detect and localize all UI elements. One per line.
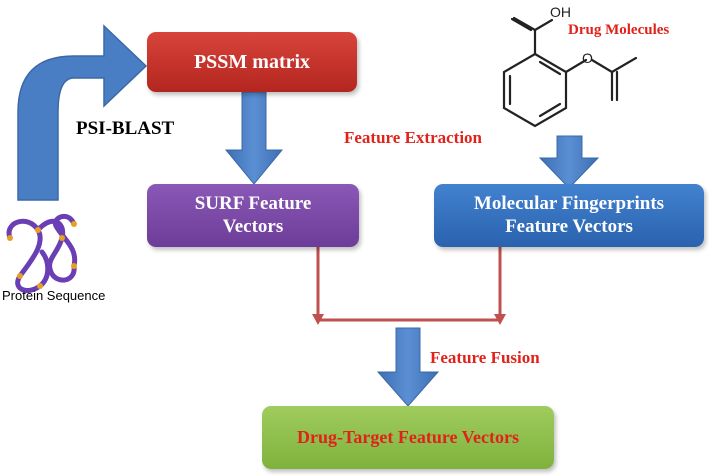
drug-molecules-label: Drug Molecules bbox=[568, 22, 670, 38]
feature-extraction-label: Feature Extraction bbox=[344, 128, 483, 147]
pssm-to-surf-arrow bbox=[224, 91, 284, 185]
molecular-fingerprints-box: Molecular Fingerprints Feature Vectors bbox=[434, 184, 704, 247]
molecular-box-line2: Feature Vectors bbox=[505, 215, 633, 237]
molecule-oh-label: OH bbox=[550, 4, 571, 20]
psi-blast-label: PSI-BLAST bbox=[76, 118, 175, 139]
drug-target-label: Drug-Target Feature Vectors bbox=[297, 426, 519, 447]
protein-sequence-label: Protein Sequence bbox=[2, 288, 106, 303]
molecular-box-line1: Molecular Fingerprints bbox=[473, 192, 665, 214]
molecule-to-fingerprints-arrow bbox=[538, 135, 600, 189]
pssm-matrix-label: PSSM matrix bbox=[193, 51, 311, 73]
surf-connector-arrowhead bbox=[312, 314, 324, 325]
drug-target-feature-vectors-box: Drug-Target Feature Vectors bbox=[262, 406, 554, 469]
feature-fusion-label: Feature Fusion bbox=[430, 348, 540, 367]
surf-feature-vectors-box: SURF Feature Vectors bbox=[147, 184, 359, 247]
fingerprints-connector-arrowhead bbox=[494, 314, 506, 325]
pssm-matrix-box: PSSM matrix bbox=[147, 32, 357, 92]
fusion-down-arrow bbox=[376, 327, 440, 407]
surf-box-line2: Vectors bbox=[222, 215, 284, 237]
psi-blast-curved-arrow bbox=[17, 24, 148, 201]
surf-box-line1: SURF Feature bbox=[194, 192, 312, 214]
molecule-o-label: O bbox=[582, 50, 593, 66]
